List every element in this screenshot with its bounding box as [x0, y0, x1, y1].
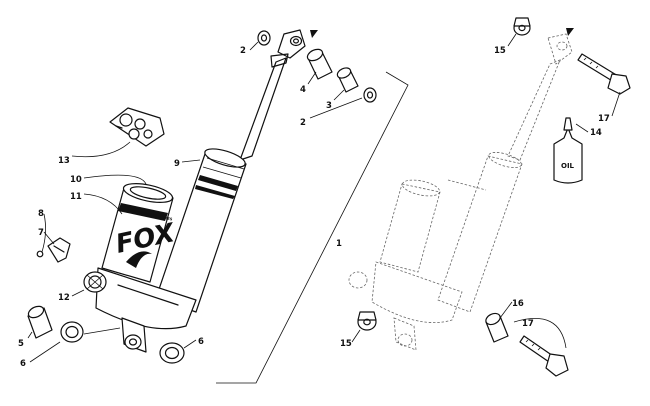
bushing-right: [485, 312, 509, 343]
top-arrow-mark: [310, 30, 318, 38]
decal-sheet: [109, 107, 165, 147]
callout-10: 10: [70, 175, 82, 185]
callout-3: 3: [326, 101, 332, 111]
assembly-bracket-line: [216, 71, 409, 384]
bushing-lower: [27, 305, 53, 339]
callout-15-upper: 15: [494, 46, 506, 56]
ghost-shock-assembly: [348, 33, 573, 351]
upper-eyelet: [277, 29, 306, 59]
callout-2-lower: 2: [300, 118, 306, 128]
spacer-lower-left: [60, 321, 84, 343]
callout-16: 16: [512, 299, 524, 309]
callout-14: 14: [590, 128, 602, 138]
callout-6-right: 6: [198, 337, 204, 347]
callout-15-lower: 15: [340, 339, 352, 349]
oil-bottle-label: OIL: [561, 162, 575, 170]
callout-8: 8: [38, 209, 44, 219]
callout-17-lower: 17: [522, 319, 534, 329]
shock-absorber-assembly: PERFORMANCE SERIES FOX: [83, 29, 318, 353]
leader-lines: [27, 33, 621, 363]
bushing-upper-large: [306, 48, 333, 80]
callout-5: 5: [18, 339, 24, 349]
callout-1: 1: [336, 239, 342, 249]
top-arrow-mark-right: [566, 28, 574, 36]
callout-7: 7: [38, 228, 44, 238]
callout-11: 11: [70, 192, 82, 202]
callout-17-upper: 17: [598, 114, 610, 124]
spacer-upper: [336, 67, 359, 93]
callouts: 2 4 3 2 13 9 10 11 8 7 1 12 5 6 6 15 17 …: [18, 46, 610, 369]
shock-body: [155, 148, 247, 313]
adjuster-knob: [83, 271, 107, 293]
callout-9: 9: [174, 159, 180, 169]
callout-12: 12: [58, 293, 70, 303]
bolt-upper: [577, 53, 631, 95]
spacer-lower-right: [159, 342, 185, 364]
callout-4: 4: [300, 85, 306, 95]
nut-upper: [513, 17, 531, 36]
washer-upper: [257, 30, 271, 46]
nut-lower: [357, 311, 377, 331]
bolt-lower: [519, 335, 569, 377]
shock-shaft: [239, 53, 289, 161]
lower-base: [95, 267, 197, 353]
callout-6-left: 6: [20, 359, 26, 369]
washer-upper-right: [363, 87, 377, 103]
callout-2-upper: 2: [240, 46, 246, 56]
oil-bottle: OIL: [553, 117, 583, 184]
fox-tail-icon: [126, 251, 152, 268]
knob-lever: [36, 237, 71, 263]
callout-13: 13: [58, 156, 70, 166]
